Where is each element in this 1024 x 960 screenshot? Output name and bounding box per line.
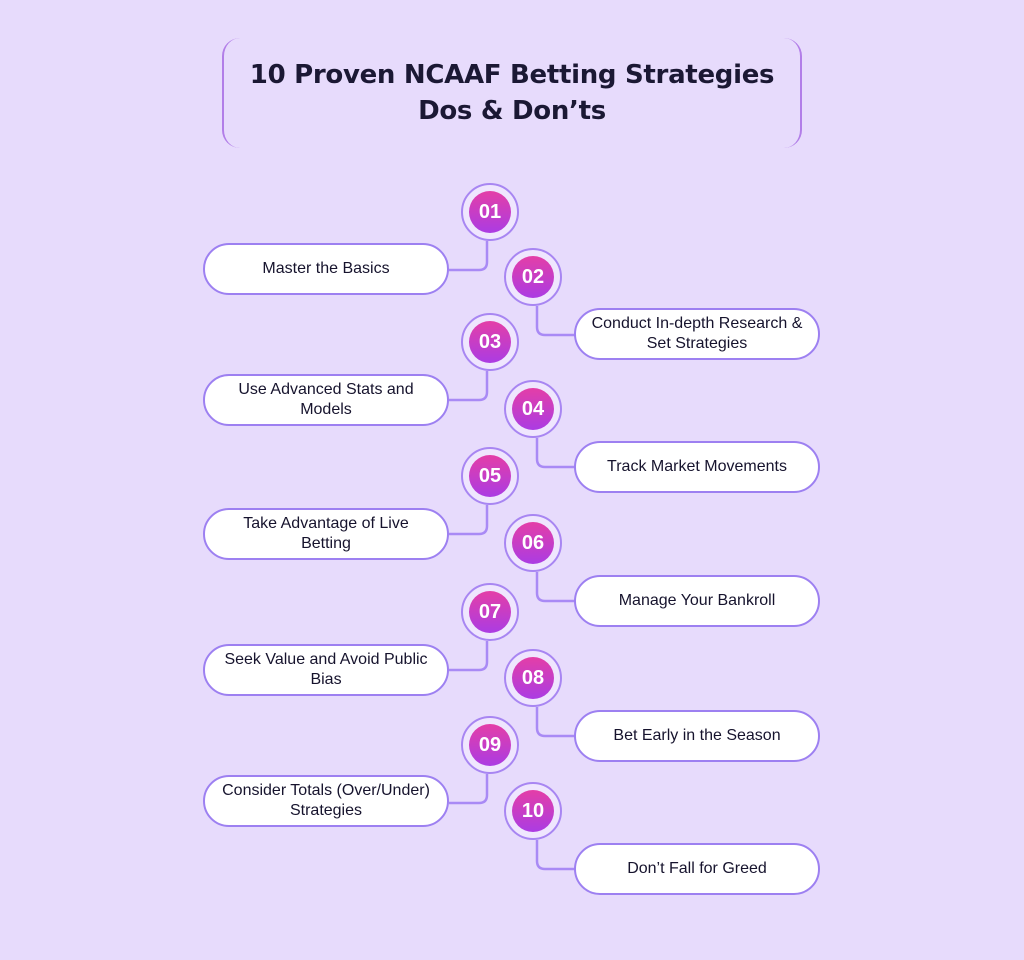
- step-09-number: 09: [469, 724, 511, 766]
- step-02-pill: Conduct In-depth Research & Set Strategi…: [574, 308, 820, 360]
- title-line-2: Dos & Don’ts: [418, 96, 606, 126]
- step-08-badge: 08: [504, 649, 562, 707]
- step-08-number: 08: [512, 657, 554, 699]
- step-04-badge: 04: [504, 380, 562, 438]
- step-10-pill: Don’t Fall for Greed: [574, 843, 820, 895]
- step-03-badge: 03: [461, 313, 519, 371]
- step-06-number: 06: [512, 522, 554, 564]
- elbow-connector: [535, 306, 575, 337]
- elbow-connector: [449, 371, 489, 402]
- elbow-connector: [535, 707, 575, 738]
- step-02-badge: 02: [504, 248, 562, 306]
- step-04-pill: Track Market Movements: [574, 441, 820, 493]
- step-06-pill: Manage Your Bankroll: [574, 575, 820, 627]
- elbow-connector: [535, 572, 575, 603]
- step-01-number: 01: [469, 191, 511, 233]
- elbow-connector: [535, 438, 575, 469]
- step-05-number: 05: [469, 455, 511, 497]
- step-02-number: 02: [512, 256, 554, 298]
- step-06-badge: 06: [504, 514, 562, 572]
- step-08-pill: Bet Early in the Season: [574, 710, 820, 762]
- step-04-number: 04: [512, 388, 554, 430]
- elbow-connector: [449, 505, 489, 536]
- title-box: 10 Proven NCAAF Betting Strategies Dos &…: [222, 38, 802, 148]
- step-10-badge: 10: [504, 782, 562, 840]
- step-03-pill: Use Advanced Stats and Models: [203, 374, 449, 426]
- step-10-number: 10: [512, 790, 554, 832]
- step-05-pill: Take Advantage of Live Betting: [203, 508, 449, 560]
- elbow-connector: [449, 241, 489, 272]
- elbow-connector: [535, 840, 575, 871]
- step-07-number: 07: [469, 591, 511, 633]
- step-01-pill: Master the Basics: [203, 243, 449, 295]
- step-05-badge: 05: [461, 447, 519, 505]
- step-07-pill: Seek Value and Avoid Public Bias: [203, 644, 449, 696]
- elbow-connector: [449, 641, 489, 672]
- step-09-badge: 09: [461, 716, 519, 774]
- title-line-1: 10 Proven NCAAF Betting Strategies: [249, 60, 775, 90]
- step-07-badge: 07: [461, 583, 519, 641]
- step-09-pill: Consider Totals (Over/Under) Strategies: [203, 775, 449, 827]
- elbow-connector: [449, 774, 489, 805]
- step-01-badge: 01: [461, 183, 519, 241]
- step-03-number: 03: [469, 321, 511, 363]
